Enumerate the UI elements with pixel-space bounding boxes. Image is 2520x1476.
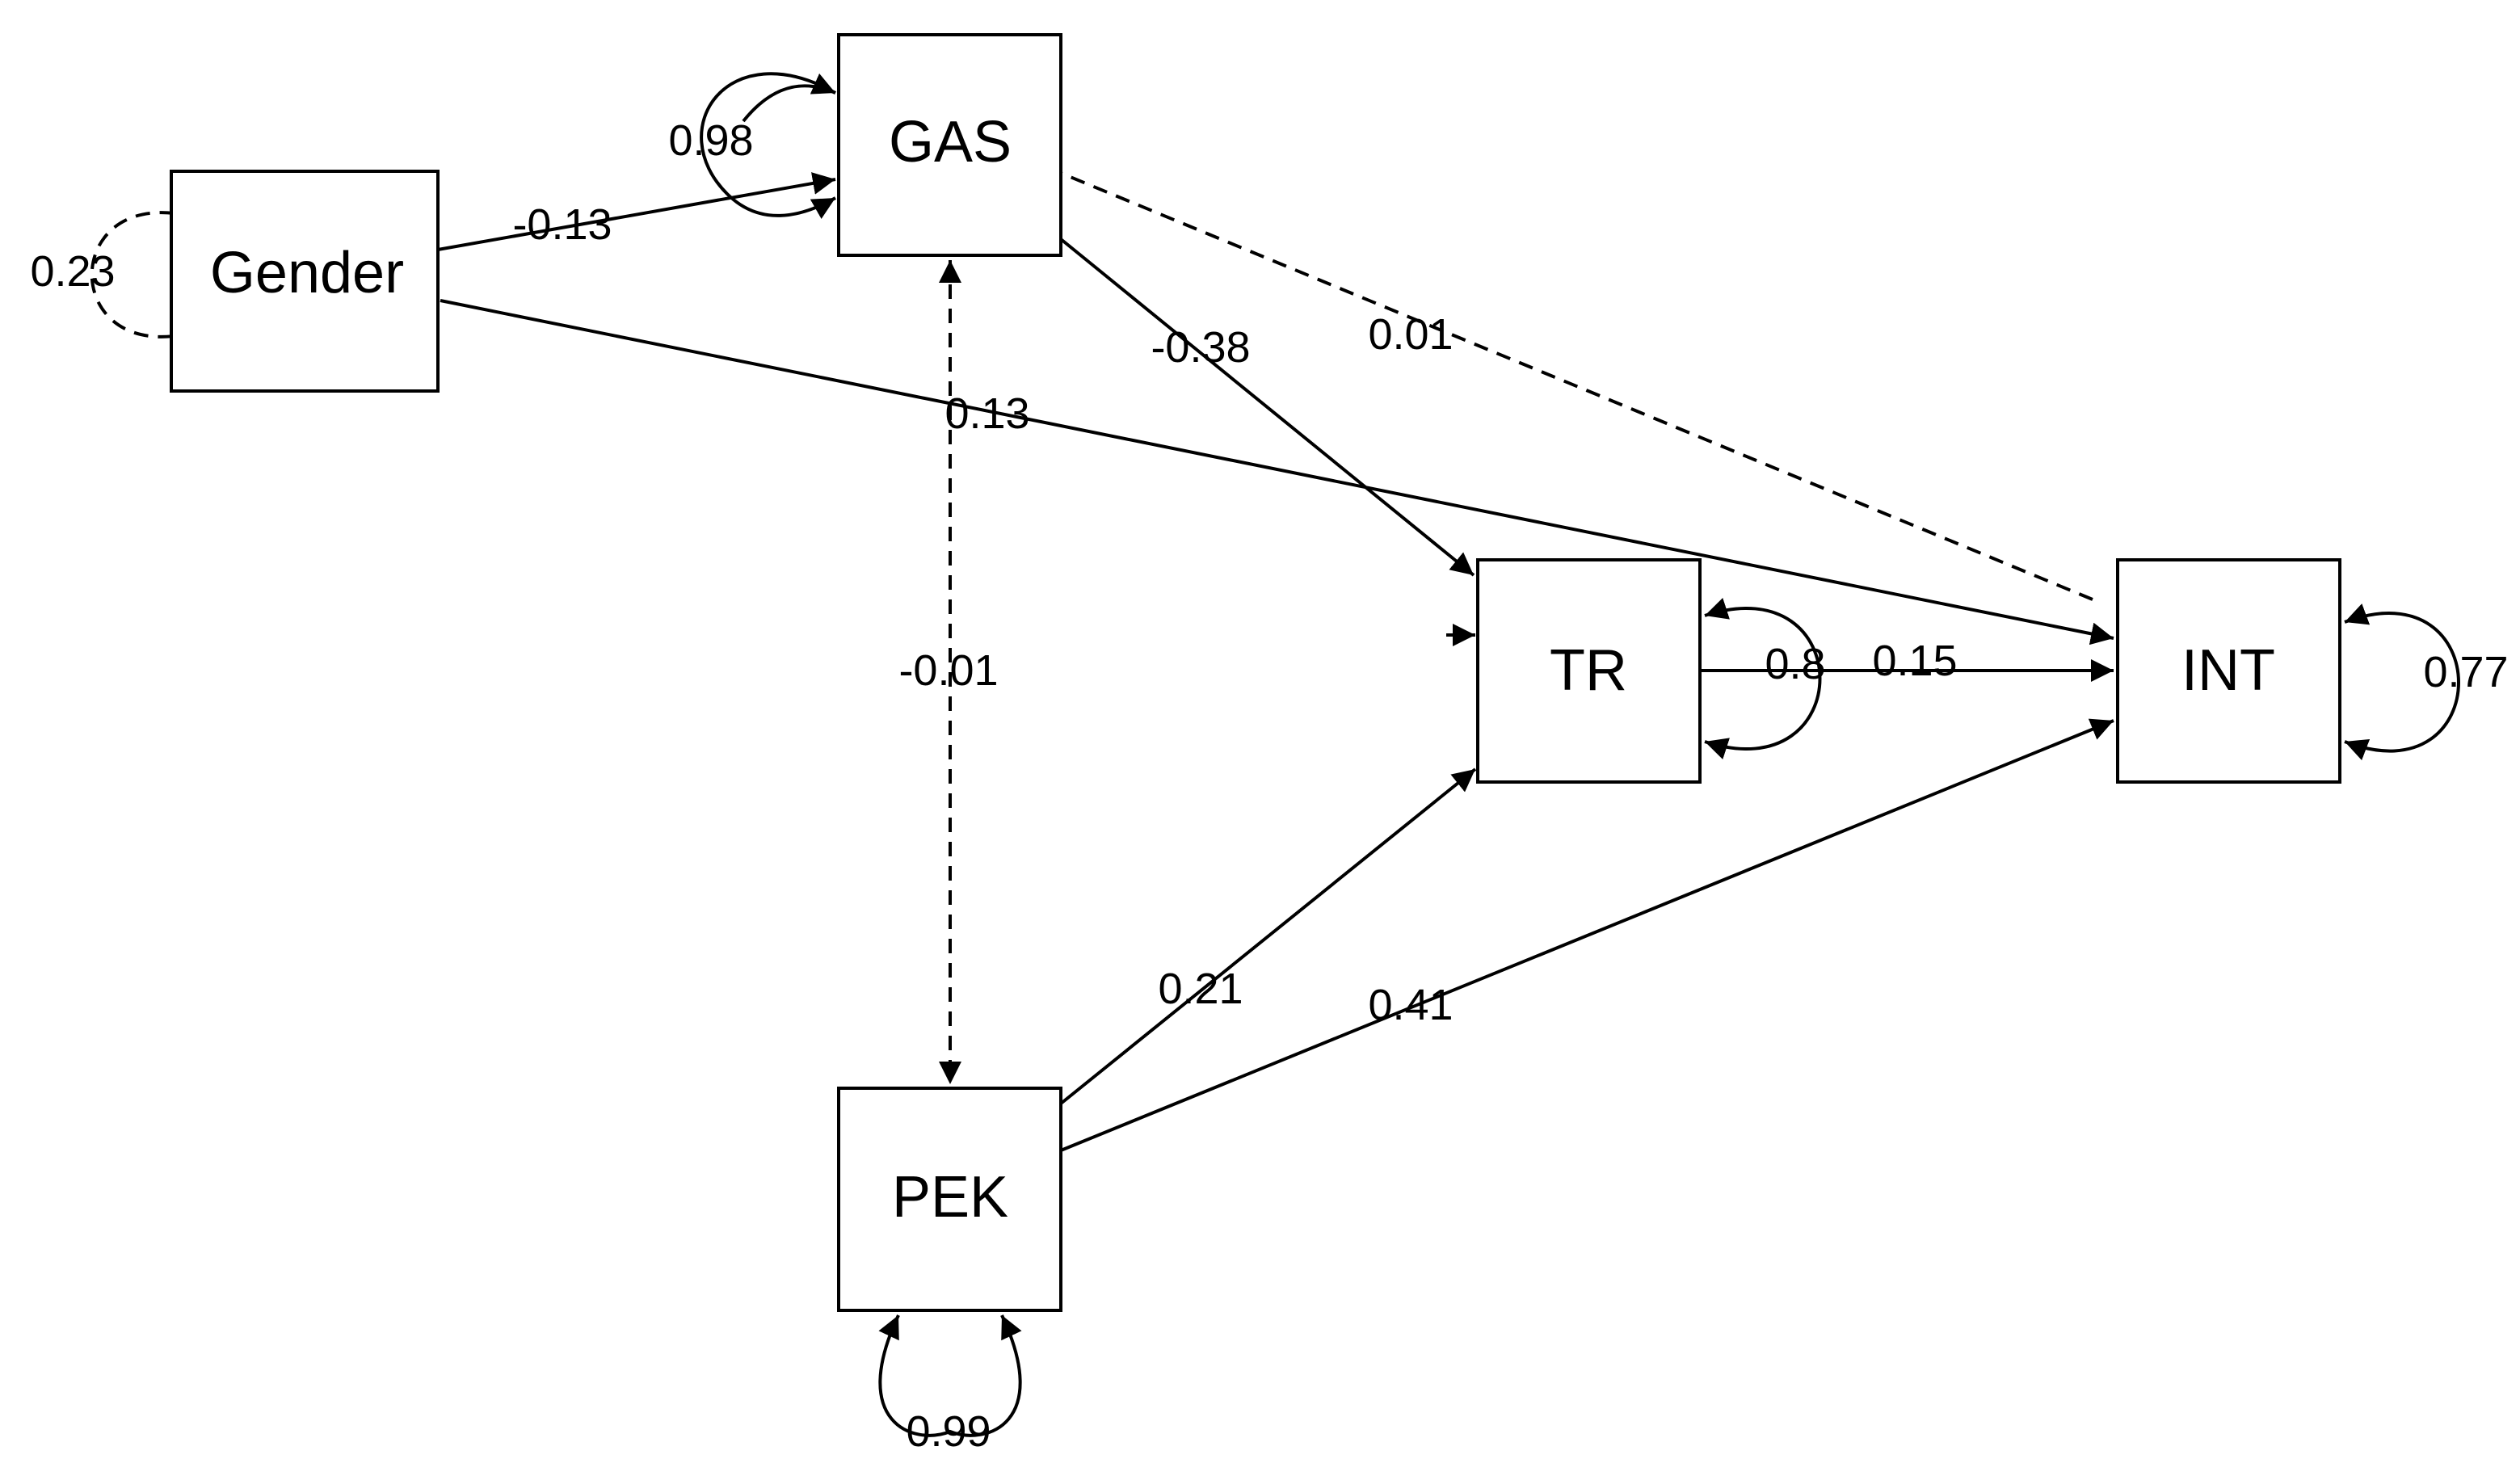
- edge-gender-int: [440, 299, 2114, 645]
- variance-loop-pek: [878, 1314, 1022, 1437]
- label-variance-gender: 0.23: [30, 247, 115, 296]
- label-gas-tr: -0.38: [1151, 323, 1250, 372]
- node-int-label: INT: [2181, 638, 2275, 703]
- edge-pek-tr: [1059, 767, 1477, 1105]
- variance-loop-gas: [700, 72, 836, 219]
- label-gender-gas: -0.13: [512, 200, 612, 249]
- node-gas-label: GAS: [889, 110, 1012, 175]
- node-tr: TR: [1476, 558, 1702, 784]
- label-gas-int: 0.01: [1368, 310, 1453, 359]
- label-variance-pek: 0.99: [906, 1407, 991, 1456]
- variance-loop-gender: [90, 200, 199, 349]
- node-gas: GAS: [837, 33, 1062, 257]
- label-gas-pek-covariance: -0.01: [898, 646, 998, 695]
- edge-pek-int: [1060, 718, 2114, 1152]
- label-variance-tr: 0.8: [1765, 640, 1825, 688]
- label-variance-int: 0.77: [2423, 648, 2508, 696]
- edge-gender-gas: [423, 172, 836, 254]
- variance-loop-tr: [1704, 598, 1822, 759]
- label-gender-int: 0.13: [944, 389, 1029, 438]
- node-tr-label: TR: [1550, 638, 1627, 703]
- label-pek-tr: 0.21: [1158, 965, 1243, 1013]
- node-pek: PEK: [837, 1087, 1062, 1312]
- label-pek-int: 0.41: [1368, 981, 1453, 1029]
- edge-gas-int: [1048, 166, 2093, 601]
- node-gender: Gender: [170, 170, 440, 393]
- variance-loop-int: [2344, 603, 2460, 761]
- label-variance-gas: 0.98: [668, 116, 753, 165]
- variance-loop-gas-start-head: [742, 73, 836, 123]
- node-pek-label: PEK: [892, 1165, 1008, 1230]
- label-tr-int: 0.15: [1872, 637, 1957, 685]
- node-int: INT: [2116, 558, 2341, 784]
- edge-gas-tr: [1059, 238, 1475, 577]
- node-gender-label: Gender: [210, 241, 404, 305]
